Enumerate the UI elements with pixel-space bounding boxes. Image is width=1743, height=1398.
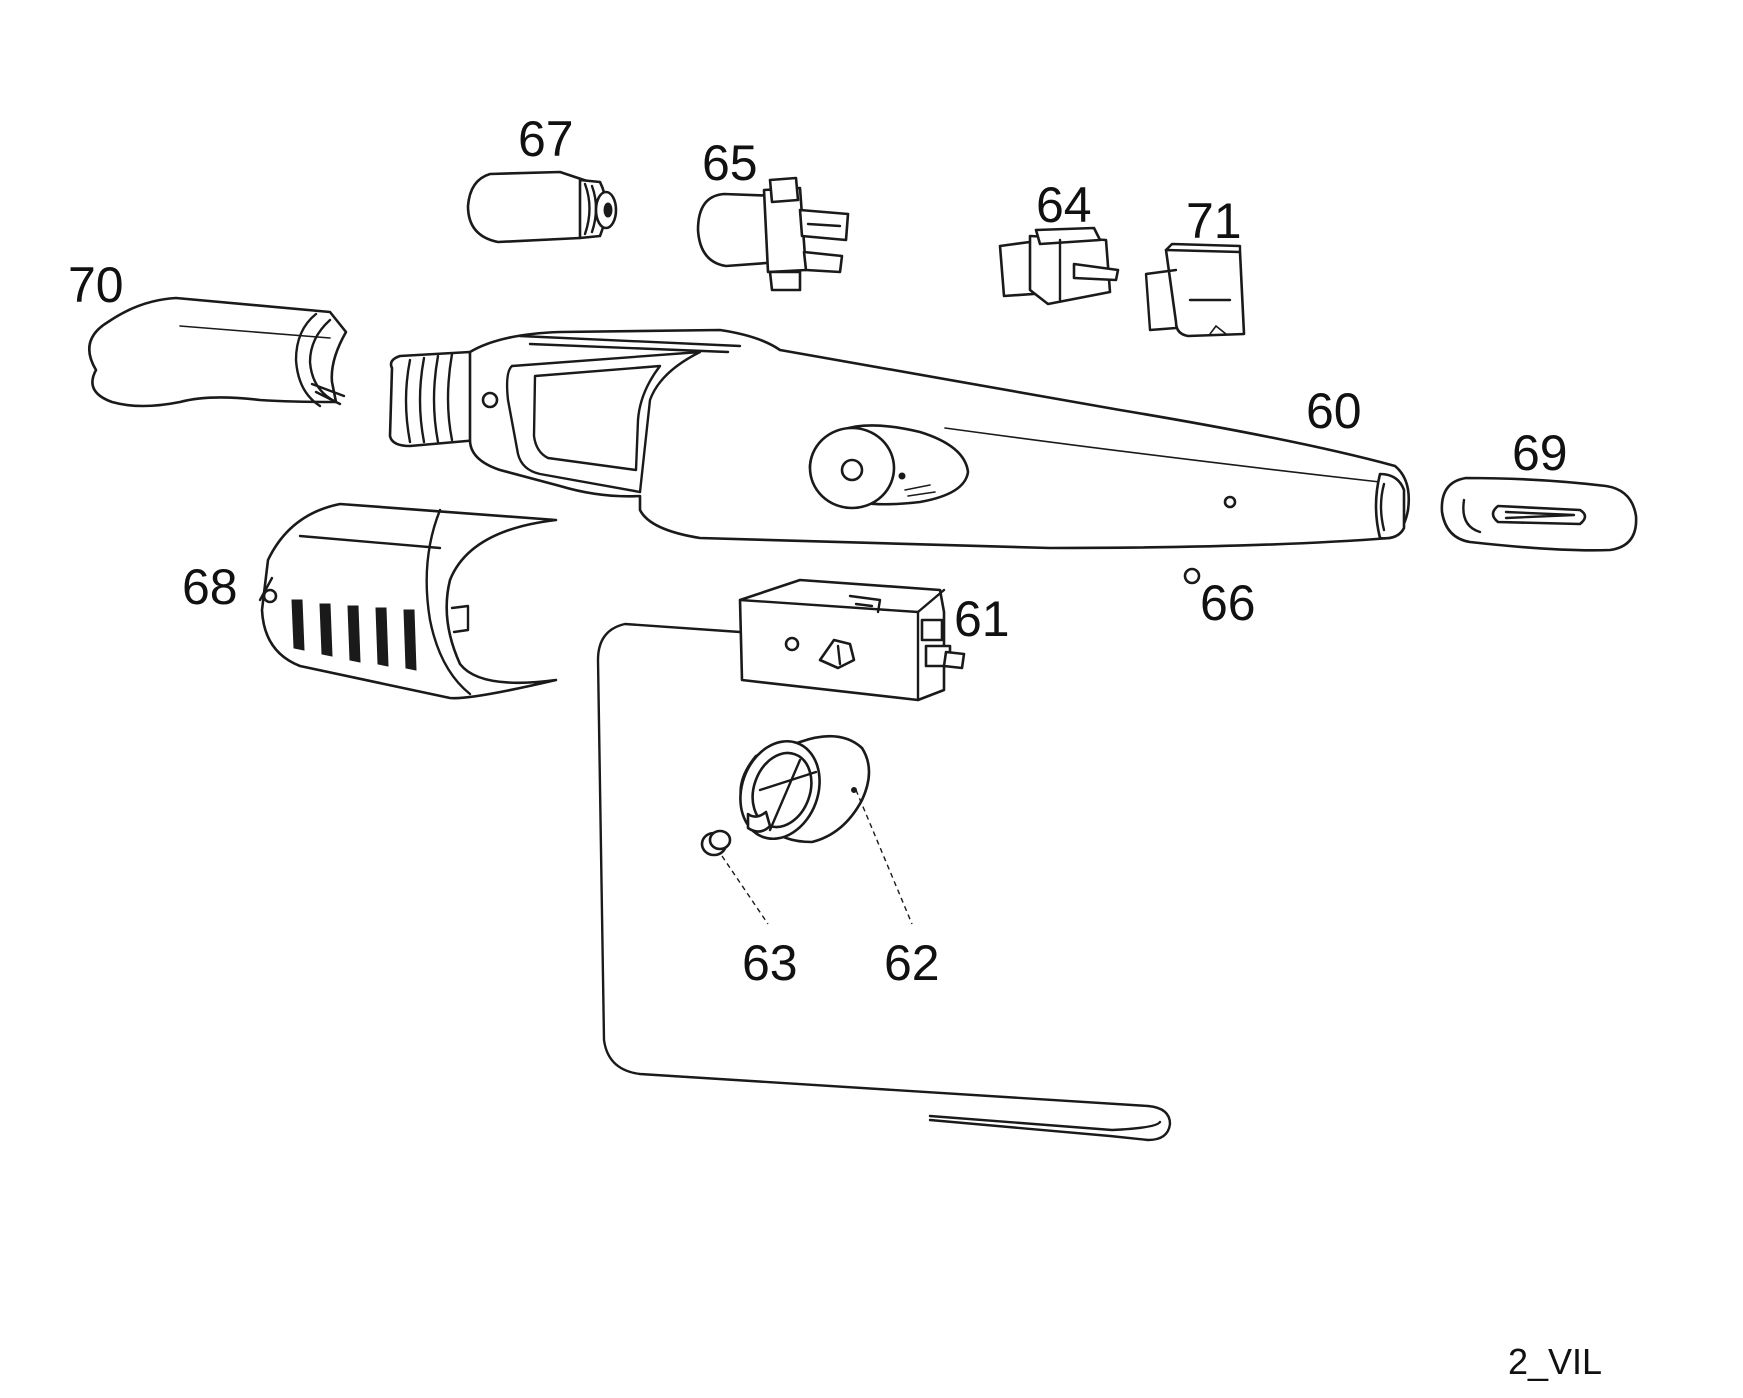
capillary-wire: [596, 622, 1172, 1142]
callout-65: 65: [702, 135, 758, 191]
leader-62: [855, 789, 913, 925]
callout-71: 71: [1186, 193, 1242, 249]
callout-61: 61: [954, 591, 1010, 647]
callout-60: 60: [1306, 383, 1362, 439]
part-69-tip-cover: [1440, 476, 1638, 552]
callout-70: 70: [68, 257, 124, 313]
part-70-end-cap: [87, 296, 348, 408]
callout-62: 62: [884, 935, 940, 991]
callout-63: 63: [742, 935, 798, 991]
drawing-code: 2_VIL: [1508, 1341, 1602, 1382]
part-64-switch: [998, 226, 1120, 306]
part-61-thermostat: [738, 578, 966, 702]
part-60-handle-body: [388, 328, 1410, 550]
part-67-lamp: [466, 170, 618, 244]
callout-69: 69: [1512, 425, 1568, 481]
callout-68: 68: [182, 559, 238, 615]
leader-63: [721, 855, 769, 925]
part-63-small-cap: [700, 829, 732, 857]
callout-64: 64: [1036, 177, 1092, 233]
callout-67: 67: [518, 111, 574, 167]
part-66-small-screw: [1183, 567, 1201, 585]
part-62-knob: [739, 734, 871, 844]
part-71-bracket: [1144, 242, 1246, 338]
callout-66: 66: [1200, 575, 1256, 631]
part-68-lower-shell: [258, 502, 558, 700]
part-65-lamp-holder: [696, 176, 850, 292]
